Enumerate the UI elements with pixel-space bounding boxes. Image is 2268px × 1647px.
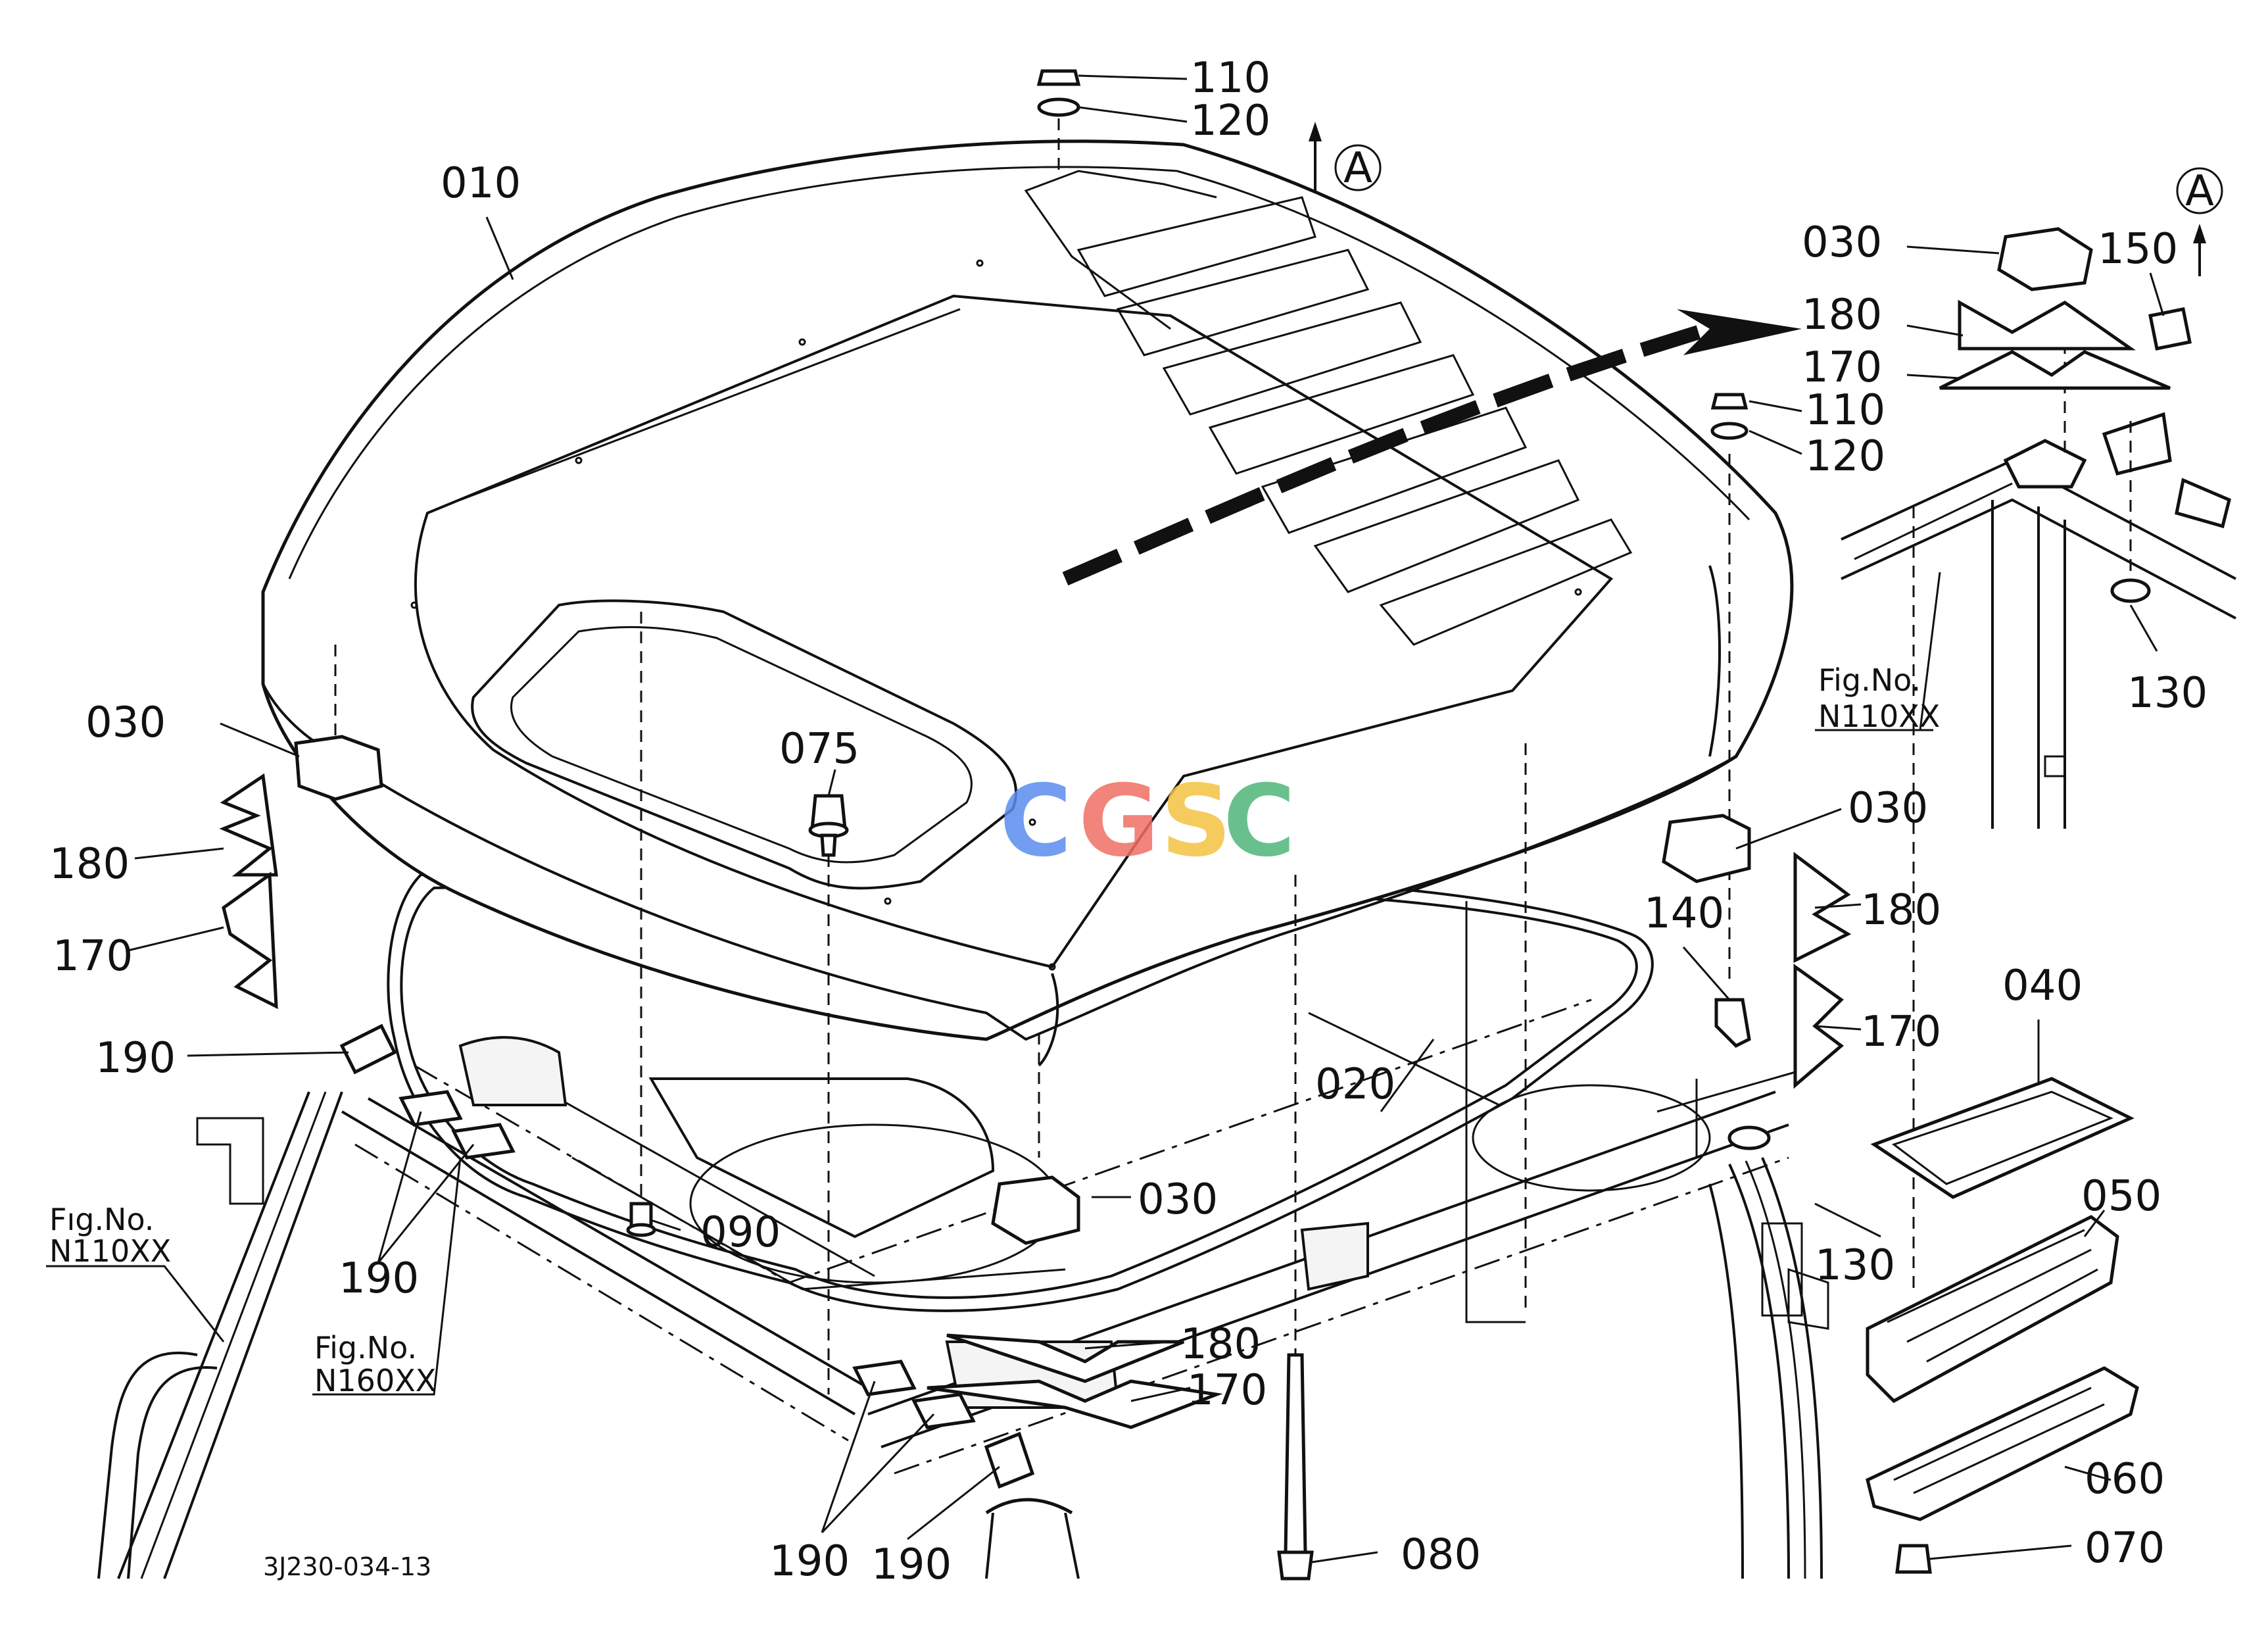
label-030-left: 030 xyxy=(85,699,166,747)
label-040: 040 xyxy=(2002,962,2083,1010)
label-060: 060 xyxy=(2085,1455,2165,1504)
label-080: 080 xyxy=(1401,1531,1481,1579)
label-075: 075 xyxy=(779,725,859,774)
view-a-marker-2 xyxy=(2176,167,2223,214)
part-labels: 110 120 010 030 150 180 170 110 120 130 … xyxy=(49,54,2208,1589)
cab-frame xyxy=(97,998,1829,1579)
label-120-top: 120 xyxy=(1190,97,1270,145)
label-190-bottom-2: 190 xyxy=(871,1540,952,1589)
label-170-left: 170 xyxy=(53,932,133,981)
figure-references: Fig.No. N110XX Fıg.No. N110XX Fig.No. N1… xyxy=(49,662,1940,1398)
label-110-right: 110 xyxy=(1805,386,1885,435)
clips-190 xyxy=(339,1023,1035,1489)
fig-ref-label-right: Fig.No. xyxy=(1818,662,1921,698)
label-180-top: 180 xyxy=(1802,291,1882,339)
watermark-letter-2: G xyxy=(1078,764,1159,879)
label-150: 150 xyxy=(2098,225,2178,274)
view-a-label-1: A xyxy=(1343,144,1372,193)
label-130-bottom: 130 xyxy=(1815,1241,1895,1290)
leader-lines xyxy=(46,74,2165,1563)
label-030-bottom: 030 xyxy=(1138,1175,1218,1224)
shims xyxy=(219,299,2171,1429)
label-070: 070 xyxy=(2085,1524,2165,1573)
view-a-marker-1 xyxy=(1334,144,1382,191)
label-130-top: 130 xyxy=(2127,669,2208,718)
watermark-letter-4: C xyxy=(1223,764,1295,879)
label-170-top: 170 xyxy=(1802,343,1882,392)
label-180-left: 180 xyxy=(49,840,130,889)
view-a-label-2: A xyxy=(2185,167,2214,216)
label-190-bottom-1: 190 xyxy=(769,1537,850,1586)
label-120-right: 120 xyxy=(1805,432,1885,481)
label-030-top: 030 xyxy=(1802,218,1882,267)
label-170-bottom: 170 xyxy=(1187,1366,1267,1415)
fig-ref-label-left: Fıg.No. xyxy=(49,1202,154,1237)
label-170-right: 170 xyxy=(1861,1008,1941,1056)
label-030-right: 030 xyxy=(1848,784,1928,833)
hardware xyxy=(626,69,2192,1581)
label-190-left: 190 xyxy=(95,1034,176,1083)
watermark: C G S C xyxy=(1000,764,1295,879)
label-050: 050 xyxy=(2081,1172,2161,1221)
fig-ref-number-right: N110XX xyxy=(1818,699,1940,734)
assembly-guides xyxy=(334,99,2132,1394)
label-020: 020 xyxy=(1315,1060,1395,1109)
pads-030 xyxy=(294,227,2093,1245)
label-180-right: 180 xyxy=(1861,886,1941,935)
view-a-markers: A A xyxy=(1309,122,2223,276)
label-090: 090 xyxy=(700,1208,781,1257)
frame-corner-inset xyxy=(1841,412,2236,829)
fig-ref-number-left: N110XX xyxy=(49,1233,171,1269)
watermark-letter-3: S xyxy=(1161,764,1232,879)
label-190-mid: 190 xyxy=(339,1254,419,1303)
filter-assembly xyxy=(1866,1077,2139,1521)
roof-panel-010 xyxy=(261,139,1802,1067)
watermark-letter-1: C xyxy=(1000,764,1072,879)
label-110-top: 110 xyxy=(1190,54,1270,103)
drawing-code: 3J230-034-13 xyxy=(263,1552,431,1581)
label-140: 140 xyxy=(1644,889,1724,938)
label-010: 010 xyxy=(441,159,521,208)
fig-ref-number-center: N160XX xyxy=(314,1363,436,1398)
fig-ref-label-center: Fig.No. xyxy=(314,1330,417,1365)
label-180-bottom: 180 xyxy=(1180,1320,1261,1369)
